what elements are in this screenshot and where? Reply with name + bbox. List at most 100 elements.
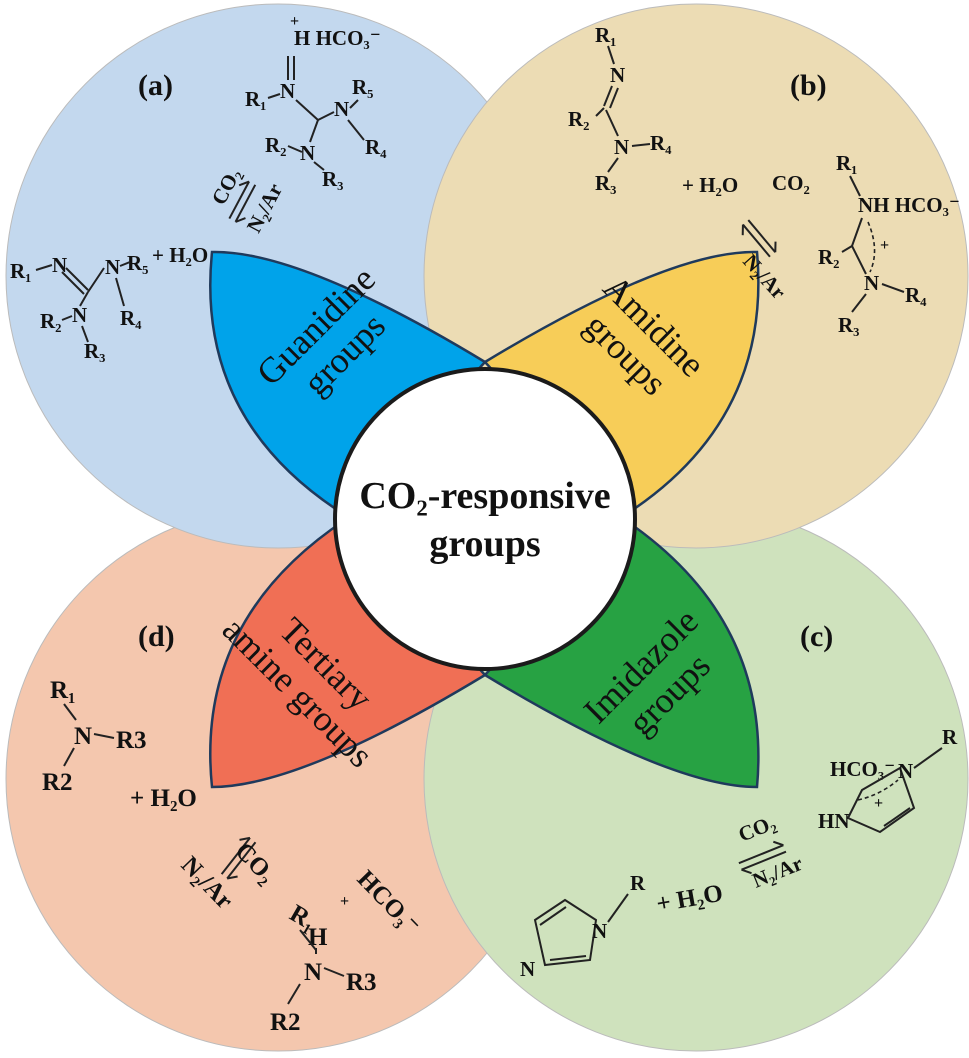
- panel-a-product: + H HCO₃⁻ R₁ N R₂ N N R₅ R₄ R₃: [245, 13, 387, 191]
- chem-bond: [595, 107, 605, 117]
- chem-bond: [65, 267, 89, 291]
- chem-bond: [61, 271, 85, 295]
- chem-label: N: [864, 271, 879, 295]
- chem-label: R₁: [595, 23, 616, 47]
- chem-label: R: [942, 725, 958, 749]
- chem-bond: [299, 929, 317, 951]
- chem-bond: [267, 93, 281, 99]
- panel-b-equilibrium: [741, 219, 777, 258]
- chem-bond: [323, 967, 345, 977]
- chem-bond: [347, 119, 365, 141]
- chem-label: H HCO₃⁻: [294, 26, 381, 50]
- chem-bond: [93, 733, 115, 739]
- panel-a-reactant: R₁ N R₂ N R₃ N R₅ R₄: [10, 251, 148, 363]
- chem-label: N: [300, 141, 315, 165]
- chem-bond: [741, 850, 787, 871]
- chem-bond: [607, 45, 615, 65]
- chem-bond: [87, 267, 105, 293]
- chem-label: R3: [116, 727, 147, 754]
- chem-label: N: [52, 253, 67, 277]
- chem-bond: [533, 898, 598, 967]
- chem-bond: [741, 868, 752, 875]
- chem-bond: [115, 277, 125, 307]
- panel-b-reactant: R₁ N R₂ N R₄ R₃: [568, 23, 672, 195]
- petal-tertiary: [209, 518, 487, 789]
- chem-label: N: [280, 79, 295, 103]
- chem-label: N: [334, 97, 349, 121]
- panel-b-plus-water: + H₂O: [682, 173, 738, 197]
- chem-label: N: [72, 303, 87, 327]
- chem-label: N: [614, 135, 629, 159]
- chem-label: R₄: [650, 131, 672, 155]
- chem-label: +: [880, 237, 889, 254]
- chem-label: R₂: [568, 107, 589, 131]
- chem-label: N: [74, 723, 92, 750]
- chem-bond: [607, 157, 619, 173]
- chem-bond: [849, 175, 861, 197]
- chem-bond: [605, 109, 619, 137]
- chem-label: R₃: [84, 339, 105, 363]
- chem-label: R₂: [818, 245, 839, 269]
- chem-label: R₂: [265, 133, 286, 157]
- panel-d-reactant: R₁ N R3 R2: [42, 677, 147, 796]
- panel-c: (c) N N R + H₂O CO₂ N₂/Ar HCO₃⁻ + HN N: [520, 620, 958, 981]
- chem-bond: [309, 119, 319, 143]
- chem-bond: [883, 807, 911, 827]
- chem-bond: [747, 219, 777, 253]
- chem-label: R₅: [352, 75, 373, 99]
- chem-bond: [742, 223, 771, 258]
- chem-label: R₃: [838, 313, 859, 337]
- chem-bond: [295, 99, 319, 121]
- chem-label: R₂: [40, 309, 61, 333]
- chem-bond: [220, 837, 251, 875]
- panel-b-product: R₁ NH HCO₃⁻ + R₂ N R₄ R₃: [818, 151, 960, 337]
- chem-label: R₄: [905, 283, 927, 307]
- chem-label: N: [898, 759, 913, 783]
- chem-label: R₁: [10, 259, 31, 283]
- chem-label: R₃: [322, 167, 343, 191]
- chem-label: R3: [346, 969, 377, 996]
- chem-label: +: [340, 893, 349, 910]
- chem-bond: [119, 261, 131, 267]
- petal-imidazole: [483, 518, 760, 789]
- petal-amidine: [483, 250, 760, 517]
- chem-bond: [317, 111, 335, 121]
- chem-bond: [228, 181, 250, 220]
- chem-bond: [851, 293, 867, 313]
- chem-bond: [63, 747, 75, 767]
- chem-bond: [79, 291, 89, 307]
- center-title-line2: groups: [429, 523, 540, 565]
- chem-bond: [603, 85, 613, 107]
- chem-bond: [851, 245, 867, 275]
- chem-label: R₁: [50, 677, 76, 704]
- chem-bond: [609, 87, 619, 109]
- panel-c-label: (c): [800, 620, 833, 653]
- chem-label: R₅: [127, 251, 148, 275]
- chem-bond: [846, 766, 916, 834]
- panel-c-product: HCO₃⁻ + HN N R: [818, 725, 958, 834]
- chem-bond: [226, 841, 257, 880]
- center-title-line1: CO₂-responsive: [359, 475, 610, 517]
- chem-label: N: [520, 957, 535, 981]
- chem-bond: [238, 180, 250, 187]
- panel-a-label: (a): [138, 69, 173, 102]
- chem-label: R₃: [595, 171, 616, 195]
- panel-d-label: (d): [138, 620, 175, 653]
- chem-label: R₄: [365, 135, 387, 159]
- panel-c-equilibrium: [738, 840, 787, 875]
- chem-label: R₁: [245, 87, 266, 111]
- chem-label: R₄: [120, 306, 142, 330]
- chem-bond: [851, 217, 863, 247]
- chem-bond: [881, 283, 905, 293]
- panel-d-equilibrium: [220, 836, 257, 880]
- chem-bond: [631, 143, 651, 147]
- panel-b-label: (b): [790, 69, 827, 102]
- chem-label: +: [874, 795, 883, 812]
- chem-label: R2: [270, 1009, 301, 1036]
- chem-label: R₁: [836, 151, 857, 175]
- petal-guanidine: [209, 250, 487, 517]
- chem-bond: [857, 779, 899, 801]
- chem-bond: [738, 844, 784, 865]
